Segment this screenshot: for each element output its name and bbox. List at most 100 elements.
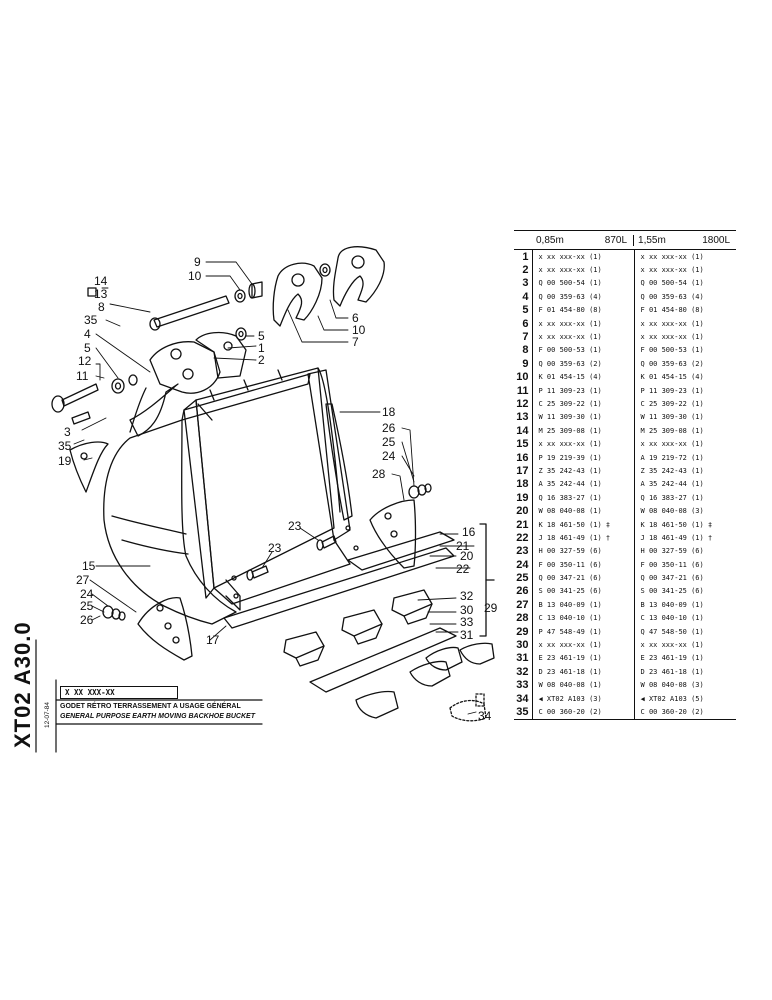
variant-b-cell: x xx xxx-xx (1): [640, 641, 704, 650]
variant-b-cell: D 23 461-18 (1): [640, 667, 704, 676]
item-number-cell: 10: [514, 370, 533, 384]
item-number-cell: 29: [514, 624, 533, 639]
item-number-cell: 17: [514, 464, 533, 478]
variant-a-cell: x xx xxx-xx (1): [532, 249, 635, 264]
header-b-width: 1,55m: [638, 234, 666, 246]
callout-33: 33: [460, 615, 474, 629]
item-number-cell: 15: [514, 437, 533, 451]
callout-12: 12: [78, 354, 92, 368]
item-number-cell: 24: [514, 557, 533, 572]
variant-b-cell: C 25 309-22 (1): [640, 399, 704, 408]
header-b-capacity: 1800L: [702, 234, 731, 246]
variant-b-cell: A 19 219-72 (1): [640, 453, 704, 462]
variant-b-cell: ◀ XT02 A103 (5): [640, 694, 704, 703]
item-number-cell: 6: [514, 316, 533, 331]
header-a-capacity: 870L: [604, 234, 628, 246]
lug-plates: [129, 331, 247, 437]
variant-a-cell: C 25 309-22 (1): [532, 397, 635, 411]
ear-plate-7: [272, 262, 323, 327]
variant-a-cell: K 18 461-50 (1) ‡: [532, 517, 635, 532]
variant-b-cell: x xx xxx-xx (1): [640, 266, 704, 275]
item-number-cell: 16: [514, 450, 533, 465]
variant-a-cell: x xx xxx-xx (1): [532, 330, 635, 344]
table-header-row: 0,85m 870L 1,55m 1800L: [514, 230, 737, 250]
variant-a-cell: Q 00 347-21 (6): [532, 571, 635, 585]
variant-b-cell: F 01 454-80 (8): [640, 306, 704, 315]
variant-b-cell: E 23 461-19 (1): [640, 654, 704, 663]
washer-10-top: [319, 263, 331, 277]
callout-25-right: 25: [382, 435, 396, 449]
variant-b-cell: P 11 309-23 (1): [640, 386, 704, 395]
variant-a-cell: Q 00 359-63 (2): [532, 357, 635, 371]
callout-19: 19: [58, 454, 72, 468]
item-number-cell: 35: [514, 705, 533, 720]
item-number-cell: 32: [514, 665, 533, 679]
variant-a-cell: x xx xxx-xx (1): [532, 437, 635, 451]
callout-24-right: 24: [382, 449, 396, 463]
callout-8: 8: [98, 300, 105, 314]
variant-a-cell: x xx xxx-xx (1): [532, 316, 635, 331]
variant-a-cell: x xx xxx-xx (1): [532, 263, 635, 277]
item-number-cell: 3: [514, 276, 533, 291]
variant-b-cell: C 13 040-10 (1): [640, 614, 704, 623]
item-number-cell: 34: [514, 691, 533, 706]
edge-plate-30: [309, 627, 457, 693]
callout-6: 6: [352, 311, 359, 325]
item-number-cell: 11: [514, 383, 533, 398]
callout-16: 16: [462, 525, 476, 539]
variant-a-cell: A 35 242-44 (1): [532, 477, 635, 492]
callout-26-right: 26: [382, 421, 396, 435]
document-code: XT02 A30.0: [10, 621, 35, 748]
callout-11: 11: [76, 369, 89, 383]
callout-35-bottom: 35: [58, 439, 72, 453]
callout-10-top: 10: [188, 269, 202, 283]
variant-b-cell: Q 00 500-54 (1): [640, 279, 704, 288]
item-number-cell: 26: [514, 584, 533, 599]
item-number-cell: 2: [514, 263, 533, 277]
variant-b-cell: C 00 360-20 (2): [634, 705, 737, 720]
bushing-9: [234, 281, 263, 303]
callout-23-right: 23: [288, 519, 302, 533]
variant-a-cell: Q 00 359-63 (4): [532, 290, 635, 304]
item-number-cell: 22: [514, 531, 533, 545]
item-number-cell: 31: [514, 651, 533, 666]
variant-a-cell: K 01 454-15 (4): [532, 370, 635, 384]
item-number-cell: 25: [514, 571, 533, 585]
variant-a-cell: Q 16 383-27 (1): [532, 491, 635, 505]
side-cutter-19: [69, 441, 109, 493]
item-number-cell: 20: [514, 504, 533, 518]
header-a-width: 0,85m: [536, 234, 564, 246]
callout-25-left: 25: [80, 599, 94, 613]
item-number-cell: 9: [514, 357, 533, 371]
variant-a-cell: P 11 309-23 (1): [532, 383, 635, 398]
variant-a-cell: Q 00 500-54 (1): [532, 276, 635, 291]
leader-lines: [73, 261, 477, 715]
side-cutter-28: [369, 499, 417, 569]
bolt-3: [71, 411, 91, 425]
variant-a-cell: H 00 327-59 (6): [532, 544, 635, 558]
callout-10-right: 10: [352, 323, 366, 337]
variant-b-cell: Q 00 347-21 (6): [640, 574, 704, 583]
item-number-cell: 12: [514, 397, 533, 411]
variant-b-cell: B 13 040-09 (1): [640, 600, 704, 609]
ear-plate-6: [332, 246, 385, 307]
item-number-cell: 8: [514, 343, 533, 358]
callout-18: 18: [382, 405, 396, 419]
